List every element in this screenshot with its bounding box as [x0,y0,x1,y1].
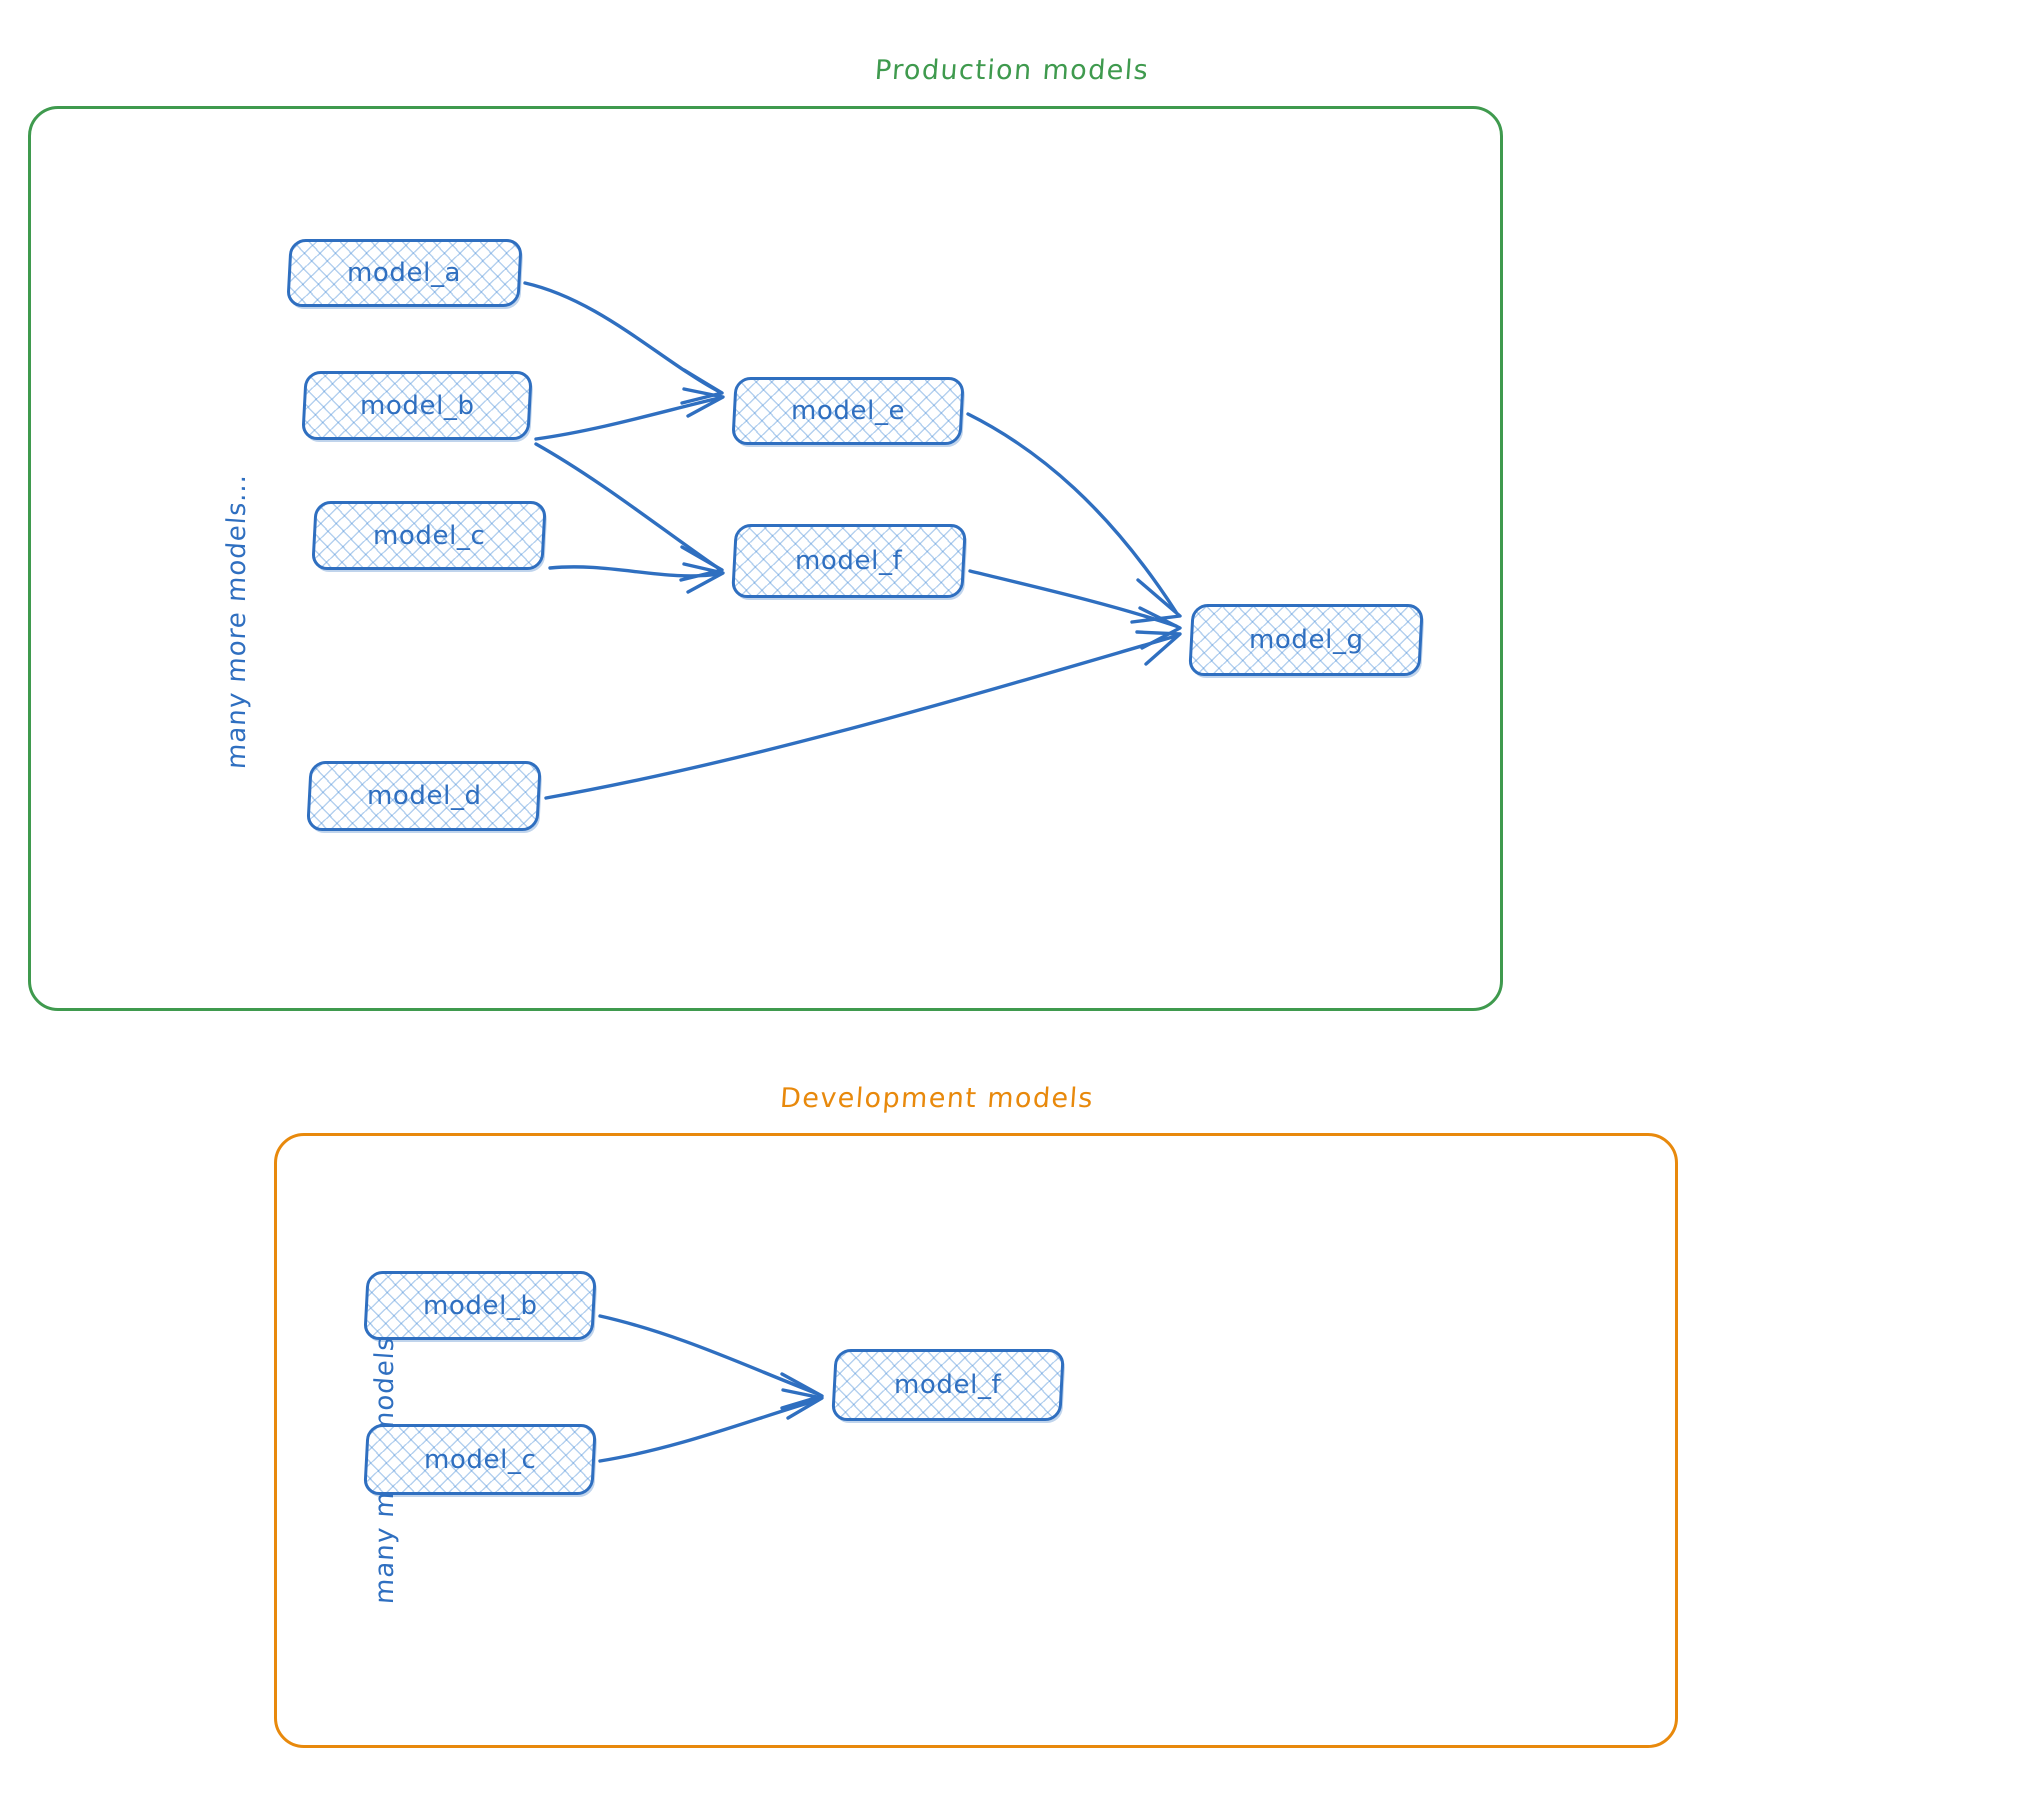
production-group-panel [28,106,1503,1011]
production-group-title: Production models [873,55,1151,86]
node-label: model_f [894,1370,1002,1400]
node-label: model_a [347,258,462,288]
node-label: model_f [795,546,903,576]
node-label: model_c [372,520,486,551]
development-group-title: Development models [779,1083,1095,1114]
node-model-c[interactable]: model_c [311,501,547,570]
node-model-a[interactable]: model_a [286,239,523,307]
node-dev-model-f[interactable]: model_f [831,1349,1065,1421]
node-label: model_e [790,396,906,426]
node-label: model_b [359,390,475,421]
node-model-e[interactable]: model_e [731,377,965,445]
node-label: model_d [366,781,482,811]
node-dev-model-c[interactable]: model_c [363,1424,597,1495]
production-side-label: many more models... [222,472,252,770]
node-dev-model-b[interactable]: model_b [363,1271,597,1340]
node-label: model_b [422,1290,538,1321]
node-label: model_g [1248,625,1364,655]
node-model-b[interactable]: model_b [301,371,533,440]
node-model-d[interactable]: model_d [306,761,542,831]
development-group-panel [274,1133,1678,1748]
node-model-g[interactable]: model_g [1188,604,1424,676]
node-model-f[interactable]: model_f [731,524,967,598]
node-label: model_c [423,1444,537,1475]
